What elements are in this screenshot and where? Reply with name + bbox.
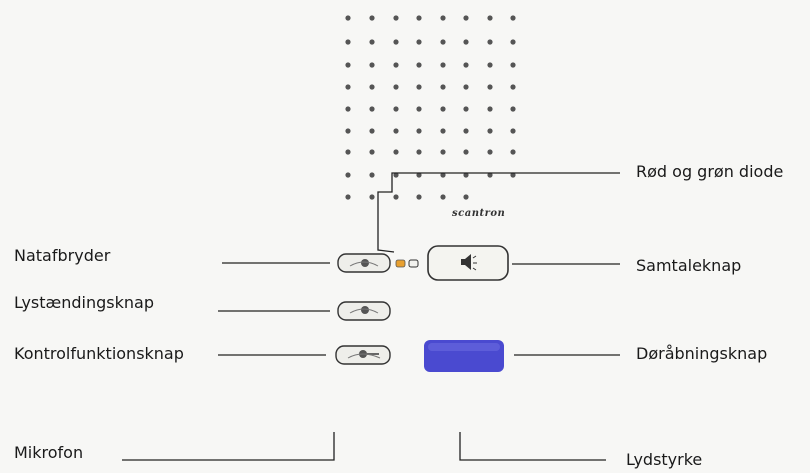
- grille-dot: [510, 172, 516, 178]
- grille-dot: [416, 172, 422, 178]
- grille-dot: [440, 149, 446, 155]
- grille-dot: [416, 149, 422, 155]
- grille-dot: [416, 128, 422, 134]
- kontrolfunktionsknap-button[interactable]: [335, 345, 391, 365]
- grille-dot: [510, 62, 516, 68]
- grille-dot: [345, 106, 351, 112]
- label-doraabningsknap: Døråbningsknap: [636, 344, 768, 363]
- moon-icon: [349, 259, 379, 267]
- natafbryder-button[interactable]: [337, 253, 391, 273]
- grille-dot: [440, 39, 446, 45]
- grille-dot: [510, 149, 516, 155]
- lystaendingsknap-button[interactable]: [337, 301, 391, 321]
- grille-dot: [440, 84, 446, 90]
- grille-dot: [416, 194, 422, 200]
- grille-dot: [487, 39, 493, 45]
- grille-dot: [369, 39, 375, 45]
- grille-dot: [463, 15, 469, 21]
- grille-dot: [487, 149, 493, 155]
- grille-dot: [369, 62, 375, 68]
- green-diode: [408, 259, 419, 268]
- grille-dot: [440, 62, 446, 68]
- grille-dot: [416, 62, 422, 68]
- lightbulb-icon: [349, 306, 379, 314]
- speaker-icon: [461, 254, 477, 271]
- grille-dot: [369, 106, 375, 112]
- label-samtaleknap: Samtaleknap: [636, 256, 742, 275]
- grille-dot: [345, 149, 351, 155]
- grille-dot: [393, 172, 399, 178]
- grille-dot: [369, 84, 375, 90]
- grille-dot: [369, 194, 375, 200]
- grille-dot: [510, 15, 516, 21]
- grille-dot: [463, 84, 469, 90]
- grille-dot: [345, 15, 351, 21]
- grille-dot: [345, 128, 351, 134]
- grille-dot: [510, 106, 516, 112]
- grille-dot: [393, 39, 399, 45]
- label-kontrolfunktionsknap: Kontrolfunktionsknap: [14, 344, 184, 363]
- speaker-grille: [345, 15, 516, 200]
- grille-dot: [416, 39, 422, 45]
- grille-dot: [440, 15, 446, 21]
- grille-dot: [416, 106, 422, 112]
- label-mikrofon: Mikrofon: [14, 443, 84, 462]
- grille-dot: [345, 84, 351, 90]
- grille-dot: [487, 84, 493, 90]
- grille-dot: [510, 39, 516, 45]
- grille-dot: [369, 128, 375, 134]
- grille-dot: [463, 106, 469, 112]
- grille-dot: [369, 149, 375, 155]
- grille-dot: [393, 194, 399, 200]
- key-icon: [347, 350, 381, 359]
- grille-dot: [487, 106, 493, 112]
- grille-dot: [463, 39, 469, 45]
- grille-dot: [510, 84, 516, 90]
- grille-dot: [393, 15, 399, 21]
- label-rod-og-gron-diode: Rød og grøn diode: [636, 162, 784, 181]
- red-diode: [395, 259, 406, 268]
- samtaleknap-button[interactable]: [427, 245, 509, 281]
- grille-dot: [463, 194, 469, 200]
- grille-dot: [510, 128, 516, 134]
- grille-dot: [463, 149, 469, 155]
- grille-dot: [440, 128, 446, 134]
- grille-dot: [393, 106, 399, 112]
- grille-dot: [345, 62, 351, 68]
- grille-dot: [393, 149, 399, 155]
- leader-line-lydstyrke: [459, 432, 606, 461]
- grille-dot: [416, 15, 422, 21]
- label-natafbryder: Natafbryder: [14, 246, 111, 265]
- grille-dot: [416, 84, 422, 90]
- grille-dot: [440, 172, 446, 178]
- grille-dot: [393, 62, 399, 68]
- grille-dot: [369, 15, 375, 21]
- diode-pair: [395, 259, 419, 268]
- grille-dot: [393, 84, 399, 90]
- grille-dot: [463, 128, 469, 134]
- grille-dot: [345, 194, 351, 200]
- grille-dot: [393, 128, 399, 134]
- label-lystaendingsknap: Lystændingsknap: [14, 293, 154, 312]
- grille-dot: [463, 62, 469, 68]
- brand-logo: scantron: [452, 208, 506, 219]
- leader-line-diode: [377, 172, 620, 253]
- grille-dot: [345, 172, 351, 178]
- label-lydstyrke: Lydstyrke: [626, 450, 703, 469]
- grille-dot: [463, 172, 469, 178]
- grille-dot: [345, 39, 351, 45]
- grille-dot: [369, 172, 375, 178]
- grille-dot: [487, 15, 493, 21]
- leader-line-mikrofon: [122, 432, 335, 461]
- doraabningsknap-button[interactable]: [424, 340, 504, 372]
- grille-dot: [487, 62, 493, 68]
- grille-dot: [487, 172, 493, 178]
- grille-dot: [487, 128, 493, 134]
- grille-dot: [440, 106, 446, 112]
- grille-dot: [440, 194, 446, 200]
